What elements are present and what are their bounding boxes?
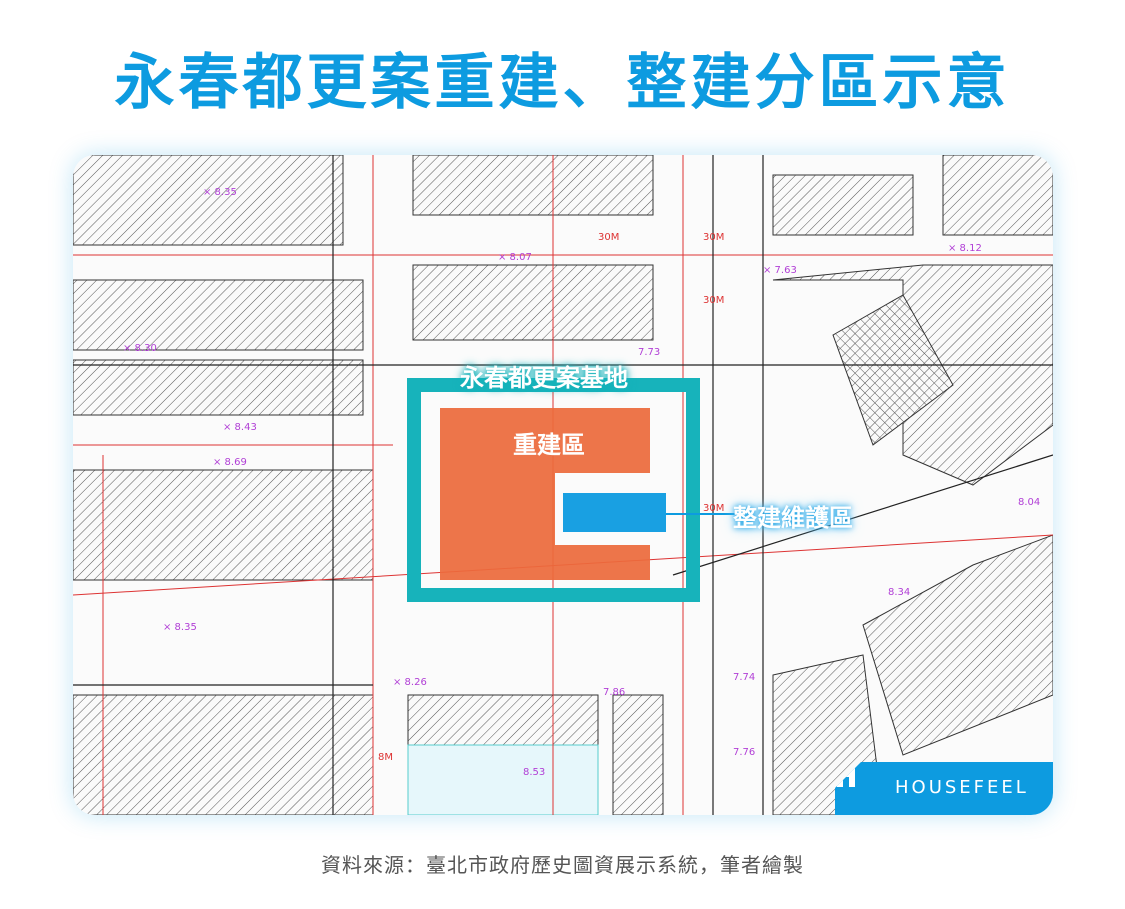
map-card: × 8.35 × 8.07 × 7.63 × 8.12 × 8.30 × 8.43 ×… [73, 155, 1053, 815]
svg-text:30M: 30M [703, 232, 724, 243]
svg-text:× 8.07: × 8.07 [498, 252, 532, 263]
svg-text:30M: 30M [703, 295, 724, 306]
svg-text:× 8.26: × 8.26 [393, 677, 427, 688]
source-caption: 資料來源：臺北市政府歷史圖資展示系統，筆者繪製 [321, 853, 804, 877]
brand-name: HOUSEFEEL [895, 777, 1029, 798]
page-title: 永春都更案重建、整建分區示意 [114, 48, 1011, 118]
site-label: 永春都更案基地 [460, 364, 628, 392]
svg-text:× 8.69: × 8.69 [213, 457, 247, 468]
svg-text:× 8.30: × 8.30 [123, 343, 157, 354]
svg-text:8.53: 8.53 [523, 767, 545, 778]
svg-text:× 8.35: × 8.35 [163, 622, 197, 633]
renovation-zone-label: 整建維護區 [733, 504, 853, 532]
svg-text:7.73: 7.73 [638, 347, 660, 358]
svg-text:7.74: 7.74 [733, 672, 755, 683]
rebuild-zone-label: 重建區 [513, 431, 585, 459]
site-boundary [407, 378, 700, 602]
site-overlay [407, 378, 735, 602]
base-map: × 8.35 × 8.07 × 7.63 × 8.12 × 8.30 × 8.43 ×… [73, 155, 1053, 815]
svg-text:30M: 30M [598, 232, 619, 243]
svg-text:× 8.43: × 8.43 [223, 422, 257, 433]
svg-text:8.04: 8.04 [1018, 497, 1040, 508]
svg-text:30M: 30M [703, 503, 724, 514]
svg-text:8M: 8M [378, 752, 393, 763]
svg-text:7.76: 7.76 [733, 747, 755, 758]
rebuild-zone [440, 408, 650, 580]
brand-banner: HOUSEFEEL [835, 762, 1053, 815]
svg-text:× 7.63: × 7.63 [763, 265, 797, 276]
svg-text:7.86: 7.86 [603, 687, 625, 698]
svg-text:× 8.35: × 8.35 [203, 187, 237, 198]
svg-text:× 8.12: × 8.12 [948, 243, 982, 254]
renovation-zone [563, 493, 666, 532]
svg-text:8.34: 8.34 [888, 587, 910, 598]
